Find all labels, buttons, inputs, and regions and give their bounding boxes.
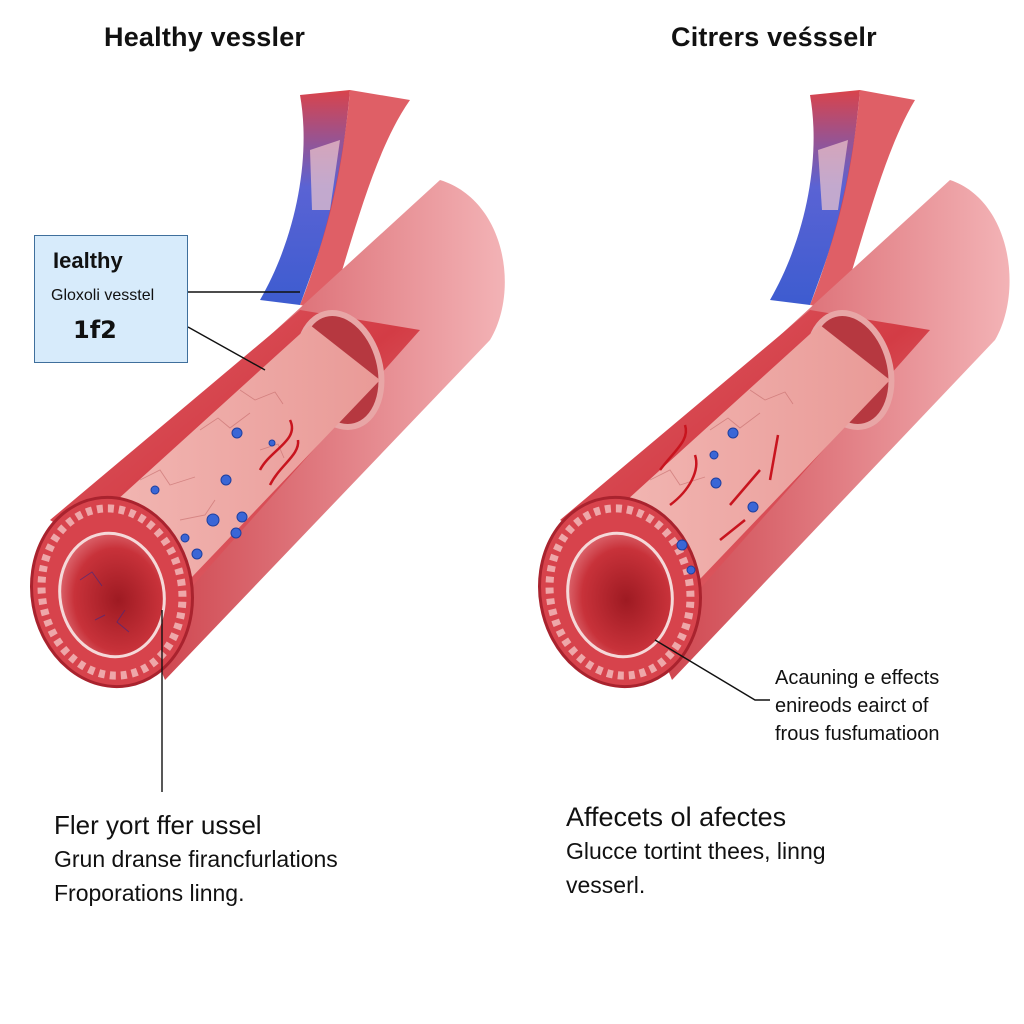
affected-annotation: Acauning e effects enireods eairct of fr… [775,664,940,748]
annotation-line: Acauning e effects [775,667,940,689]
affected-vessel-caption: Affecets ol afectes Glucce tortint thees… [566,800,826,902]
caption-line: Fler yort ffer ussel [54,810,262,840]
caption-line: Affecets ol afectes [566,802,787,832]
annotation-line: frous fusfumatioon [775,723,940,745]
inflammation-arrows [659,424,780,541]
callout-subtitle: Gloxoli vesstel [51,287,155,304]
affected-vessel-title: Citrers veśsselr [671,22,877,52]
caption-line: Glucce tortint thees, linng [566,838,826,864]
vessel-lumen [566,531,674,659]
leader-lines [161,291,770,792]
branch-vessel [300,90,410,310]
flow-arrows [258,419,300,486]
blood-particles [676,427,759,575]
healthy-vessel-caption: Fler yort ffer ussel Grun dranse firancf… [54,808,338,910]
annotation-line: enireods eairct of [775,695,929,717]
healthy-vessel-title: Healthy vessler [104,22,306,52]
callout-number: 1f2 [73,316,117,344]
caption-line: vesserl. [566,872,646,898]
branch-vessel [260,90,350,305]
healthy-vessel-illustration [30,90,505,689]
callout-box: Iealthy Gloxoli vesstel 1f2 [34,235,188,363]
blood-particles [150,427,276,560]
affected-vessel-illustration [538,90,1010,689]
callout-heading: Iealthy [53,248,123,273]
caption-line: Grun dranse firancfurlations [54,846,338,872]
caption-line: Froporations linng. [54,880,245,906]
vessel-lumen [58,531,166,659]
branch-vessel [810,90,915,310]
